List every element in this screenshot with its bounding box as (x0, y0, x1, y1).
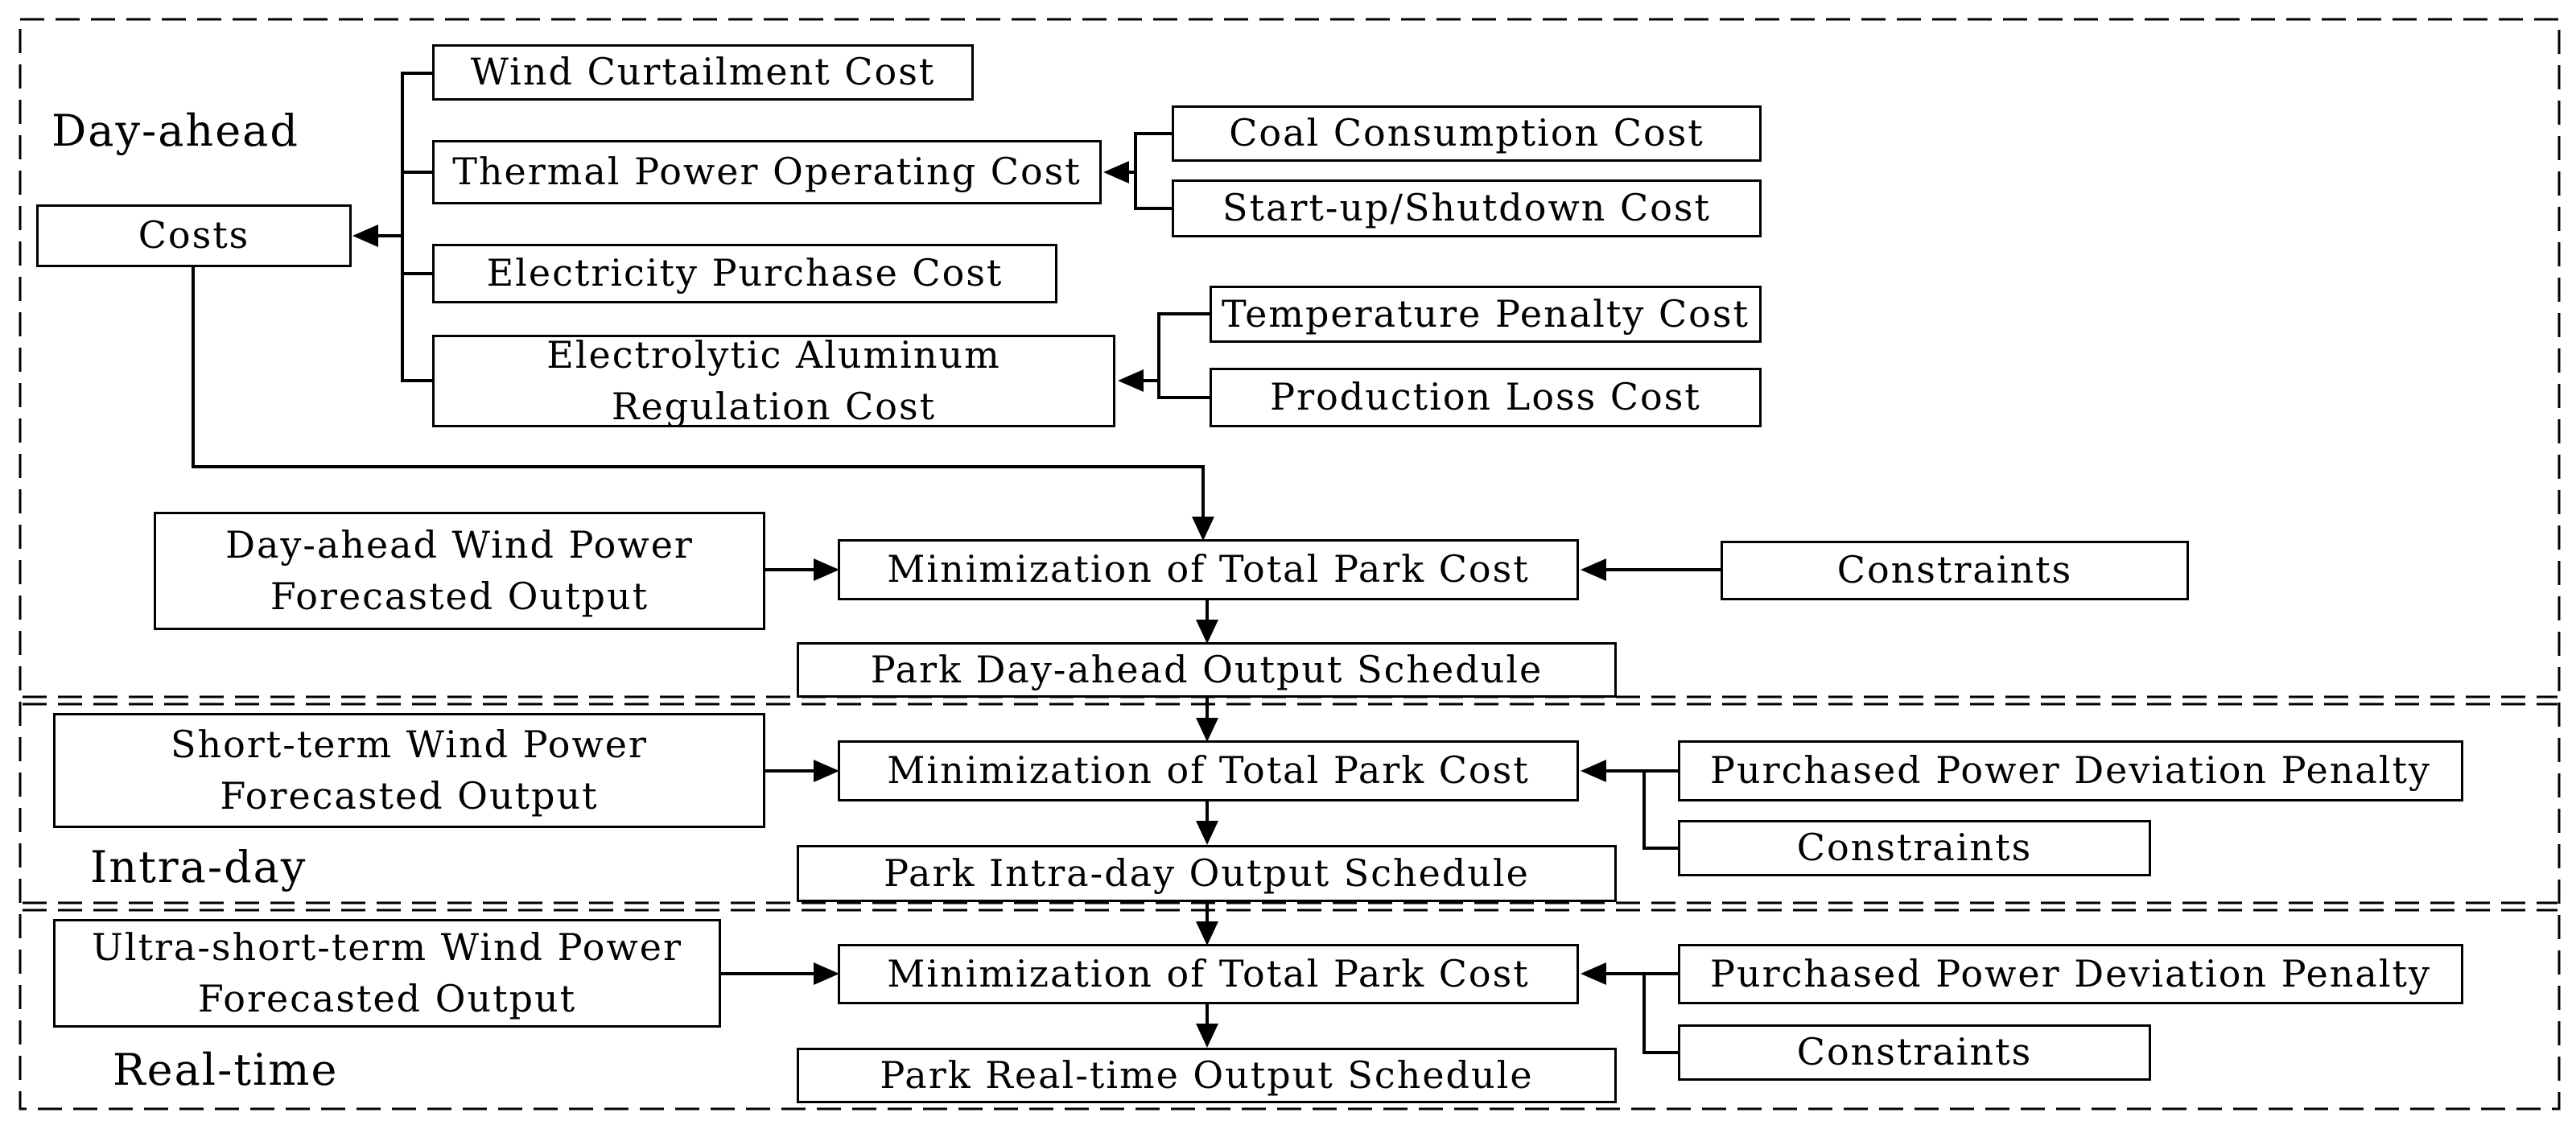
box-park-real-time-schedule: Park Real-time Output Schedule (797, 1048, 1617, 1103)
box-costs-label: Costs (138, 213, 250, 258)
box-constraints-day-ahead-label: Constraints (1836, 548, 2073, 592)
divider-intra-day-real-time (23, 901, 2557, 912)
arrowhead (1192, 517, 1214, 541)
arrowhead (1581, 760, 1606, 782)
thermal-cost-bracket-connector (1103, 132, 1172, 210)
box-purchased-penalty-real-time-label: Purchased Power Deviation Penalty (1710, 951, 2431, 995)
arrowhead (1196, 718, 1218, 742)
box-park-real-time-schedule-label: Park Real-time Output Schedule (880, 1053, 1534, 1097)
box-park-intra-day-schedule: Park Intra-day Output Schedule (797, 845, 1617, 902)
box-ultra-short-term-wind-forecast-line1: Ultra-short-term Wind Power (91, 925, 683, 970)
box-minimization-day-ahead-label: Minimization of Total Park Cost (887, 547, 1530, 591)
box-production-loss-cost-label: Production Loss Cost (1270, 375, 1701, 419)
arrowhead (1581, 558, 1606, 581)
costs-tree-connector (352, 72, 432, 382)
box-thermal-power-operating-cost-label: Thermal Power Operating Cost (452, 150, 1082, 194)
box-purchased-power-deviation-penalty-intra-day: Purchased Power Deviation Penalty (1678, 740, 2463, 801)
section-label-real-time: Real-time (113, 1045, 339, 1095)
arrowhead (814, 962, 839, 985)
arrowhead (814, 760, 839, 782)
box-short-term-wind-forecast-line1: Short-term Wind Power (170, 723, 649, 767)
day-ahead-flow-connectors (765, 558, 1721, 742)
arrowhead (1196, 921, 1218, 946)
box-minimization-real-time-label: Minimization of Total Park Cost (887, 951, 1530, 995)
arrowhead (1196, 1024, 1218, 1048)
box-startup-shutdown-cost: Start-up/Shutdown Cost (1172, 179, 1762, 237)
arrowhead (814, 558, 839, 581)
arrowhead (1196, 620, 1218, 644)
box-park-day-ahead-schedule: Park Day-ahead Output Schedule (797, 642, 1617, 698)
box-startup-shutdown-cost-label: Start-up/Shutdown Cost (1222, 186, 1711, 230)
outer-dashed-border (19, 18, 2561, 1110)
box-electricity-purchase-cost-label: Electricity Purchase Cost (486, 251, 1004, 295)
box-constraints-intra-day: Constraints (1678, 820, 2151, 876)
box-purchased-penalty-intra-day-label: Purchased Power Deviation Penalty (1710, 748, 2431, 793)
section-label-day-ahead: Day-ahead (52, 105, 299, 156)
section-label-intra-day: Intra-day (90, 842, 307, 892)
box-day-ahead-wind-forecast-line1: Day-ahead Wind Power (225, 523, 694, 567)
box-constraints-intra-day-label: Constraints (1796, 826, 2033, 870)
box-temperature-penalty-cost: Temperature Penalty Cost (1210, 286, 1762, 343)
box-short-term-wind-forecast-line2: Forecasted Output (220, 773, 599, 818)
electrolytic-cost-bracket-connector (1118, 312, 1210, 399)
box-electrolytic-aluminum-line2: Regulation Cost (611, 384, 937, 428)
box-coal-consumption-cost-label: Coal Consumption Cost (1229, 111, 1704, 155)
box-temperature-penalty-cost-label: Temperature Penalty Cost (1222, 291, 1750, 336)
box-electrolytic-aluminum-line1: Electrolytic Aluminum (546, 333, 1001, 377)
box-day-ahead-wind-forecast-line2: Forecasted Output (270, 574, 649, 618)
box-minimization-real-time: Minimization of Total Park Cost (838, 944, 1579, 1004)
box-minimization-intra-day: Minimization of Total Park Cost (838, 740, 1579, 801)
box-wind-curtailment-cost-label: Wind Curtailment Cost (470, 50, 936, 94)
box-constraints-real-time: Constraints (1678, 1024, 2151, 1081)
box-park-day-ahead-schedule-label: Park Day-ahead Output Schedule (870, 647, 1544, 691)
box-day-ahead-wind-forecast: Day-ahead Wind Power Forecasted Output (154, 512, 765, 630)
box-park-intra-day-schedule-label: Park Intra-day Output Schedule (884, 851, 1530, 895)
box-production-loss-cost: Production Loss Cost (1210, 368, 1762, 427)
box-electrolytic-aluminum-regulation-cost: Electrolytic Aluminum Regulation Cost (432, 333, 1115, 428)
intra-day-flow-connectors (765, 760, 1678, 946)
box-ultra-short-term-wind-forecast: Ultra-short-term Wind Power Forecasted O… (53, 919, 721, 1028)
box-minimization-day-ahead: Minimization of Total Park Cost (838, 539, 1579, 600)
box-wind-curtailment-cost: Wind Curtailment Cost (432, 44, 974, 101)
real-time-flow-connectors (721, 962, 1678, 1054)
arrowhead (1196, 821, 1218, 845)
arrowhead (1581, 962, 1606, 985)
box-costs: Costs (36, 204, 352, 267)
box-short-term-wind-forecast: Short-term Wind Power Forecasted Output (53, 713, 765, 828)
box-purchased-power-deviation-penalty-real-time: Purchased Power Deviation Penalty (1678, 944, 2463, 1004)
box-constraints-day-ahead: Constraints (1721, 541, 2189, 600)
box-constraints-real-time-label: Constraints (1796, 1030, 2033, 1074)
box-ultra-short-term-wind-forecast-line2: Forecasted Output (197, 976, 577, 1020)
arrowhead (352, 225, 378, 247)
arrowhead (1118, 369, 1144, 392)
box-coal-consumption-cost: Coal Consumption Cost (1172, 105, 1762, 162)
box-minimization-intra-day-label: Minimization of Total Park Cost (887, 748, 1530, 793)
arrowhead (1103, 161, 1129, 183)
box-thermal-power-operating-cost: Thermal Power Operating Cost (432, 140, 1102, 204)
divider-day-ahead-intra-day (23, 695, 2557, 706)
costs-to-minimization-connector (192, 267, 1214, 541)
box-electricity-purchase-cost: Electricity Purchase Cost (432, 244, 1057, 303)
